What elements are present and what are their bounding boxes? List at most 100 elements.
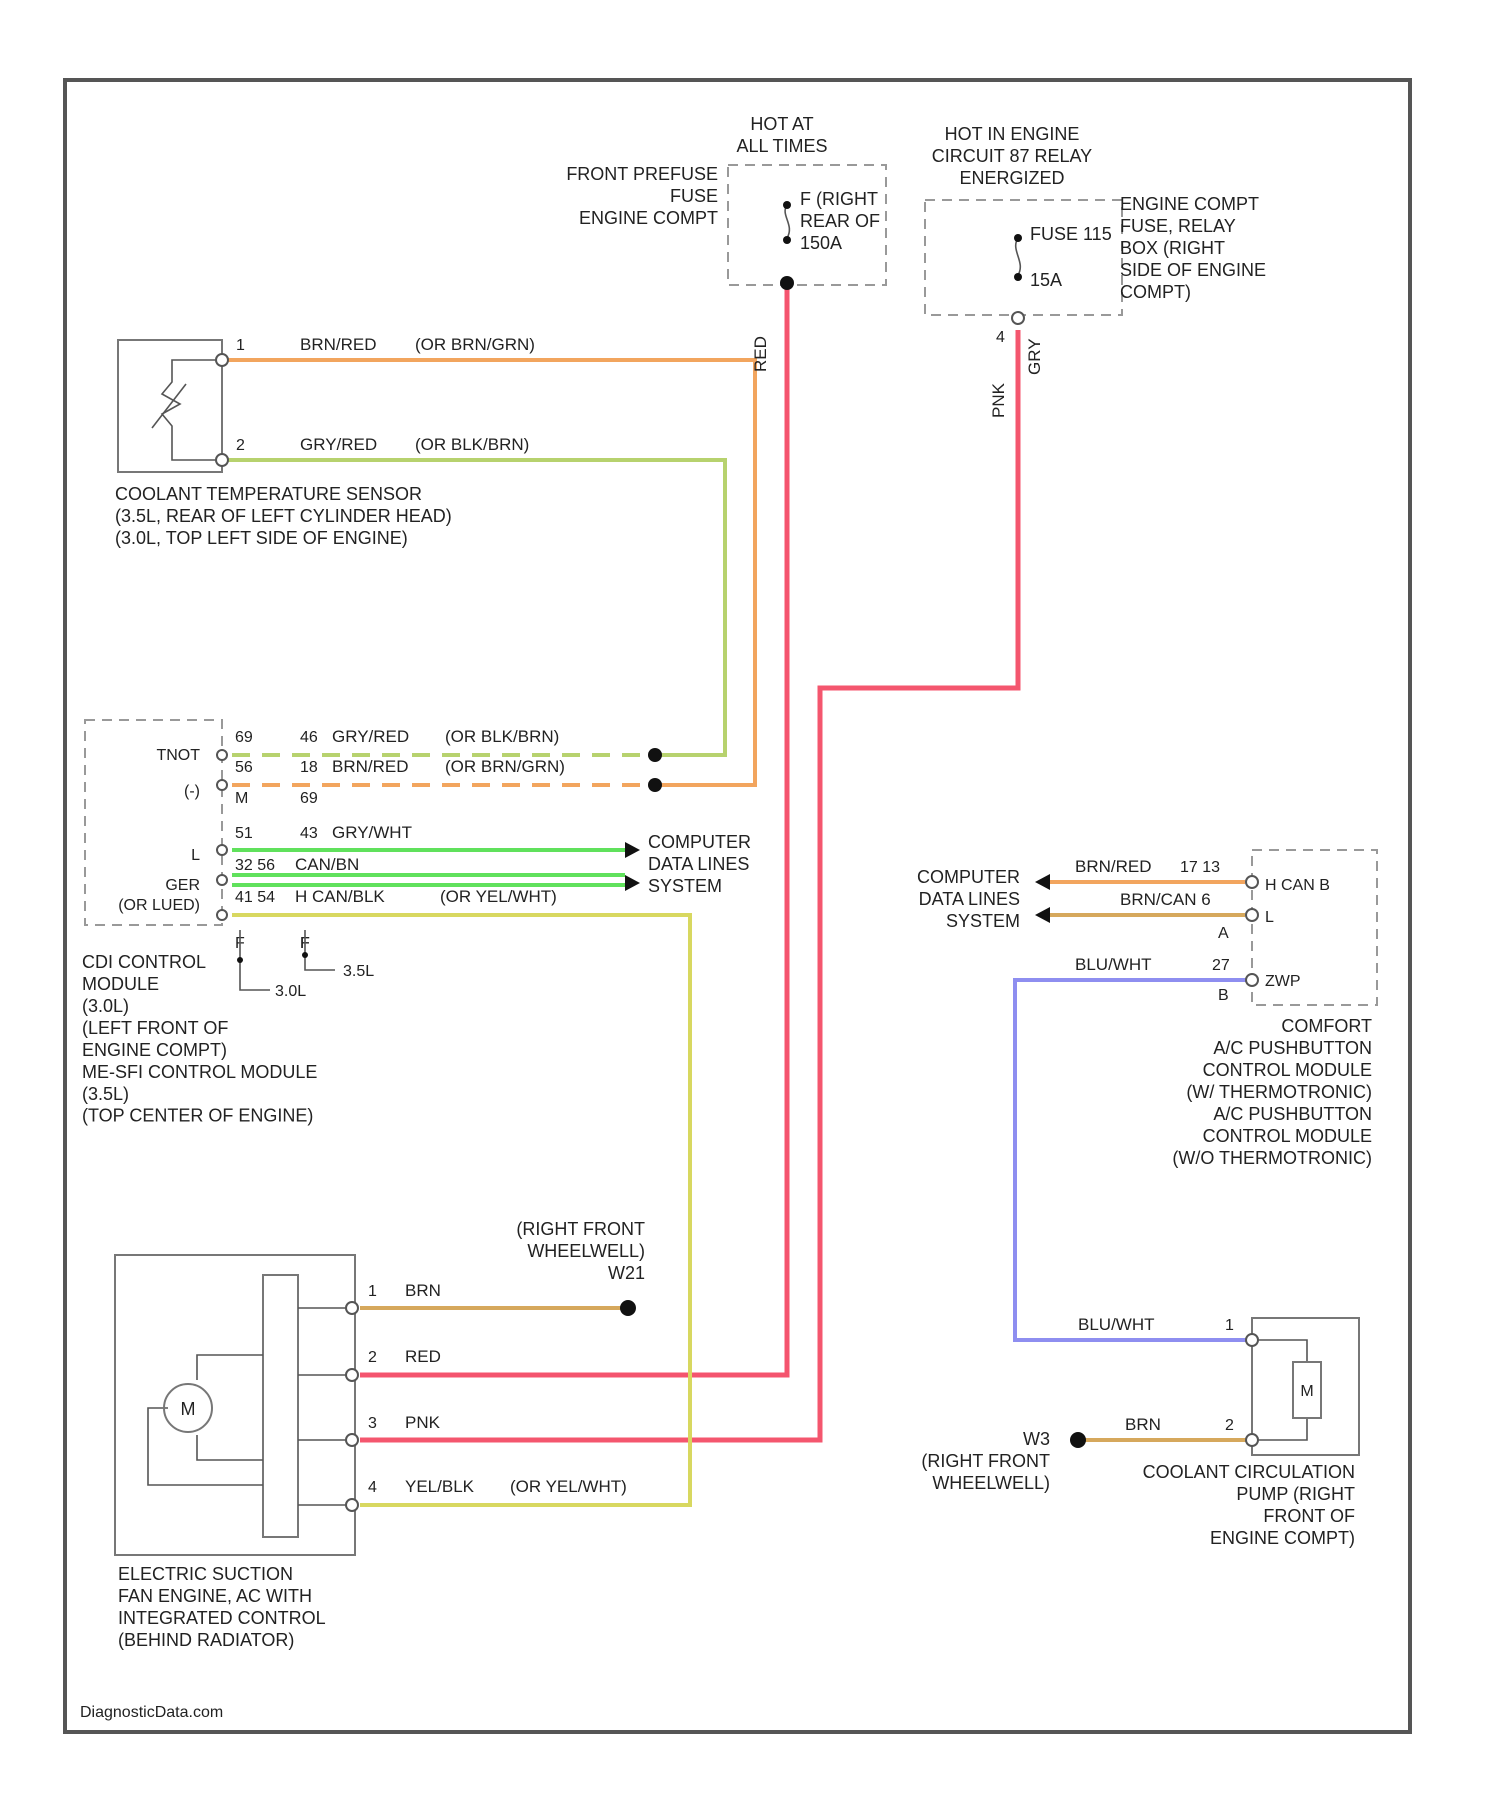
ac-wire3-pin: 27 bbox=[1212, 957, 1230, 974]
fuse-symbol-1 bbox=[785, 205, 789, 238]
fan-pin1-num: 1 bbox=[368, 1283, 377, 1300]
fuse-terminal bbox=[783, 236, 791, 244]
ac-pin-b: B bbox=[1218, 987, 1229, 1004]
sensor-pin-2 bbox=[216, 454, 228, 466]
pump-motor-letter: M bbox=[1300, 1383, 1313, 1400]
fuse-terminal bbox=[1014, 234, 1022, 242]
sensor-wire2-label: GRY/RED bbox=[300, 435, 377, 454]
cdi-connector-pin bbox=[217, 750, 227, 760]
pump-motor-wiring bbox=[1258, 1418, 1307, 1440]
cdi-wire-row6: H CAN/BLK bbox=[295, 887, 385, 906]
fan-pin-3 bbox=[346, 1434, 358, 1446]
suction-fan-box bbox=[115, 1255, 355, 1555]
fan-pin-1 bbox=[346, 1302, 358, 1314]
ac-pin bbox=[1246, 974, 1258, 986]
pump-pin-1 bbox=[1246, 1334, 1258, 1346]
wire-gry-red bbox=[222, 460, 725, 755]
relay-fuse-box bbox=[925, 200, 1122, 315]
cdi-wire-row6-alt: (OR YEL/WHT) bbox=[440, 887, 557, 906]
cdi-control-module-box bbox=[85, 720, 222, 925]
fan-control-unit bbox=[263, 1275, 298, 1537]
wire-brn-red bbox=[222, 360, 755, 785]
fan-motor-wiring bbox=[197, 1435, 263, 1460]
ac-pin bbox=[1246, 909, 1258, 921]
fuse-115-label: FUSE 115 bbox=[1030, 224, 1112, 244]
ac-computer-data-lines: COMPUTERDATA LINESSYSTEM bbox=[917, 867, 1020, 931]
sensor-pin-1 bbox=[216, 354, 228, 366]
wire-red-vertical-label: RED bbox=[751, 336, 770, 372]
cdi-ger-alt: (OR LUED) bbox=[118, 897, 200, 914]
fuse-symbol-2 bbox=[1016, 238, 1021, 275]
splice-dot bbox=[237, 957, 243, 963]
fan-pin4-num: 4 bbox=[368, 1479, 377, 1496]
wire-gry-vertical-label: GRY bbox=[1025, 338, 1044, 375]
coolant-temp-sensor-label: COOLANT TEMPERATURE SENSOR(3.5L, REAR OF… bbox=[115, 484, 452, 548]
fan-motor-wiring bbox=[197, 1355, 263, 1380]
wire-pnk-vertical-label: PNK bbox=[989, 382, 1008, 418]
cdi-note-35: 3.5L bbox=[343, 963, 374, 980]
cdi-tnot: TNOT bbox=[156, 747, 200, 764]
cdi-connector-pin bbox=[217, 845, 227, 855]
cdi-l: L bbox=[191, 847, 200, 864]
arrow-computer-data-lines bbox=[625, 842, 640, 858]
splice-dot bbox=[648, 778, 662, 792]
sensor-wire1-label: BRN/RED bbox=[300, 335, 377, 354]
ac-pin-a: A bbox=[1218, 925, 1229, 942]
fan-pin2-num: 2 bbox=[368, 1349, 377, 1366]
cdi-pin-number: 69 bbox=[300, 790, 318, 807]
arrow-ac-data-lines bbox=[1035, 907, 1050, 923]
ac-wire3-label: BLU/WHT bbox=[1075, 955, 1152, 974]
ac-control-module-label: COMFORTA/C PUSHBUTTONCONTROL MODULE(W/ T… bbox=[1172, 1016, 1372, 1168]
cdi-pin-number: 32 56 bbox=[235, 857, 275, 874]
sensor-pin2-num: 2 bbox=[236, 437, 245, 454]
arrow-ac-data-lines bbox=[1035, 874, 1050, 890]
fan-wire4-alt: (OR YEL/WHT) bbox=[510, 1477, 627, 1496]
wire-yel-blk bbox=[232, 915, 690, 1505]
cdi-pin-number: 56 bbox=[235, 759, 253, 776]
fuse-output-pin bbox=[1012, 312, 1024, 324]
cdi-pin-number: 18 bbox=[300, 759, 318, 776]
fuse-pin-label: 4 bbox=[996, 329, 1005, 346]
cdi-pin-number: 51 bbox=[235, 825, 253, 842]
cdi-wire-row4: GRY/WHT bbox=[332, 823, 412, 842]
cdi-lo: (-) bbox=[184, 783, 200, 800]
cdi-connector-pin bbox=[217, 780, 227, 790]
fan-wire3-label: PNK bbox=[405, 1413, 441, 1432]
cdi-wire-row2: BRN/RED bbox=[332, 757, 409, 776]
fuse-terminal bbox=[783, 201, 791, 209]
splice-dot bbox=[648, 748, 662, 762]
ground-w3 bbox=[1070, 1432, 1086, 1448]
ac-pin-p3: ZWP bbox=[1265, 973, 1301, 990]
fan-motor-wiring bbox=[148, 1408, 263, 1485]
ac-wire1-label: BRN/RED bbox=[1075, 857, 1152, 876]
cdi-note-30: 3.0L bbox=[275, 983, 306, 1000]
fan-pin-2 bbox=[346, 1369, 358, 1381]
pump-motor-wiring bbox=[1258, 1340, 1307, 1362]
front-prefuse-label: FRONT PREFUSEFUSEENGINE COMPT bbox=[566, 164, 718, 228]
cdi-wire-row5: CAN/BN bbox=[295, 855, 359, 874]
ac-pin-p2: L bbox=[1265, 909, 1274, 926]
sensor-pin1-num: 1 bbox=[236, 337, 245, 354]
cdi-wire-row1-alt: (OR BLK/BRN) bbox=[445, 727, 559, 746]
fan-wire4-label: YEL/BLK bbox=[405, 1477, 475, 1496]
pump-pin-2 bbox=[1246, 1434, 1258, 1446]
footer-watermark: DiagnosticData.com bbox=[80, 1704, 223, 1721]
cdi-pin-number: 41 54 bbox=[235, 889, 275, 906]
ac-pin-p1: H CAN B bbox=[1265, 877, 1330, 894]
fan-wire2-label: RED bbox=[405, 1347, 441, 1366]
cdi-pin-number: 69 bbox=[235, 729, 253, 746]
splice-dot bbox=[302, 952, 308, 958]
fan-motor-letter: M bbox=[181, 1399, 196, 1419]
pump-wire2-label: BRN bbox=[1125, 1415, 1161, 1434]
ground-w21 bbox=[620, 1300, 636, 1316]
sensor-wire1-alt: (OR BRN/GRN) bbox=[415, 335, 535, 354]
arrow-computer-data-lines bbox=[625, 875, 640, 891]
